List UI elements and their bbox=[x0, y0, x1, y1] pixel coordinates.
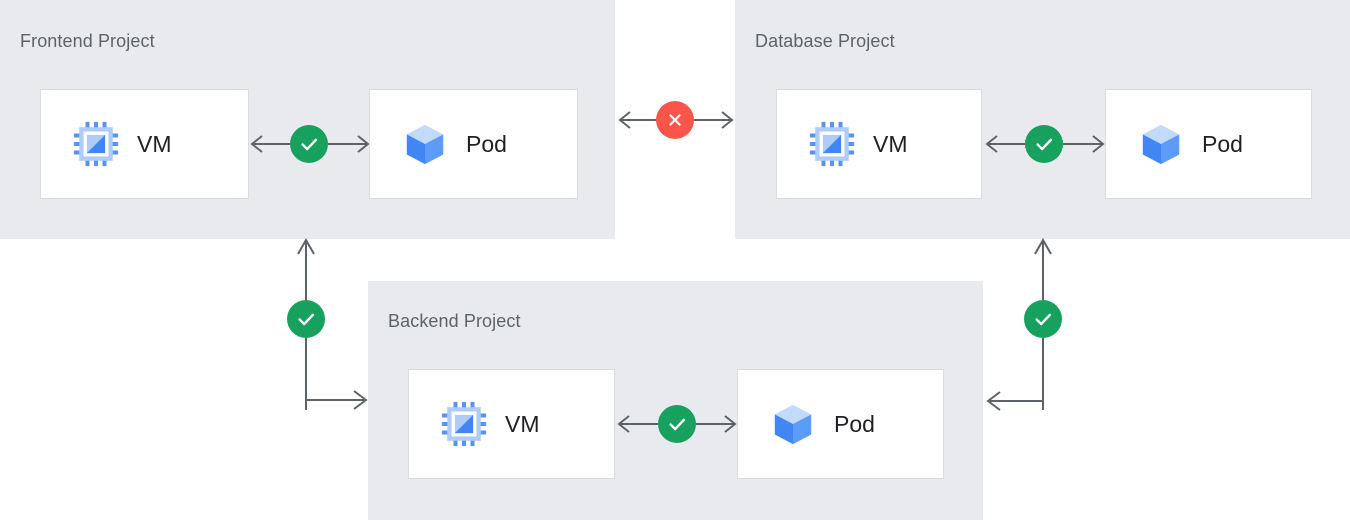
card-label-pod: Pod bbox=[834, 410, 875, 437]
status-badge-database-backend[interactable] bbox=[1024, 300, 1062, 338]
status-badge-frontend-vm-pod[interactable] bbox=[290, 125, 328, 163]
status-badge-backend-vm-pod[interactable] bbox=[658, 405, 696, 443]
check-icon bbox=[1035, 313, 1052, 326]
panel-title-backend: Backend Project bbox=[388, 311, 521, 331]
card-label-vm: VM bbox=[137, 130, 172, 157]
check-icon bbox=[1036, 138, 1053, 151]
pod-cube-icon bbox=[402, 121, 448, 167]
card-label-vm: VM bbox=[873, 130, 908, 157]
panel-title-database: Database Project bbox=[755, 31, 895, 51]
pod-cube-icon bbox=[1138, 121, 1184, 167]
card-frontend-pod[interactable]: Pod bbox=[369, 89, 578, 199]
panel-title-frontend: Frontend Project bbox=[20, 31, 155, 51]
check-icon bbox=[669, 418, 686, 431]
card-frontend-vm[interactable]: VM bbox=[40, 89, 249, 199]
status-badge-frontend-database[interactable] bbox=[656, 101, 694, 139]
check-icon bbox=[298, 313, 315, 326]
card-database-vm[interactable]: VM bbox=[776, 89, 982, 199]
cross-icon bbox=[669, 114, 681, 126]
card-label-pod: Pod bbox=[466, 130, 507, 157]
card-backend-pod[interactable]: Pod bbox=[737, 369, 944, 479]
check-icon bbox=[301, 138, 318, 151]
vm-chip-icon bbox=[809, 121, 855, 167]
status-badge-database-vm-pod[interactable] bbox=[1025, 125, 1063, 163]
card-database-pod[interactable]: Pod bbox=[1105, 89, 1312, 199]
card-label-pod: Pod bbox=[1202, 130, 1243, 157]
vm-chip-icon bbox=[73, 121, 119, 167]
pod-cube-icon bbox=[770, 401, 816, 447]
card-label-vm: VM bbox=[505, 410, 540, 437]
vm-chip-icon bbox=[441, 401, 487, 447]
card-backend-vm[interactable]: VM bbox=[408, 369, 615, 479]
status-badge-frontend-backend[interactable] bbox=[287, 300, 325, 338]
